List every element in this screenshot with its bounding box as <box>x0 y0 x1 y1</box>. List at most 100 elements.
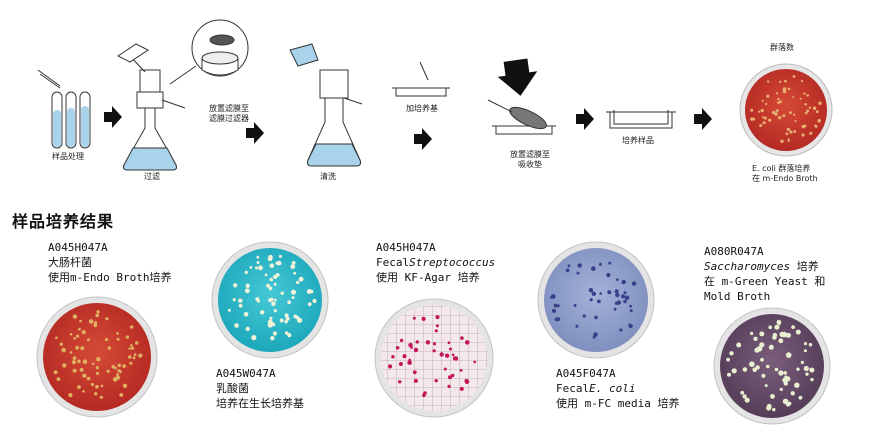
colony-dot <box>91 362 95 366</box>
arrow-icon <box>694 108 712 130</box>
colony-dot <box>619 328 623 332</box>
colony-dot <box>284 313 289 318</box>
colony-dot <box>750 108 754 112</box>
colony-dot <box>791 325 795 329</box>
colony-dot <box>801 80 804 83</box>
colony-dot <box>784 79 787 83</box>
colony-dot <box>772 332 778 338</box>
colony-dot <box>774 112 778 116</box>
colony-dot <box>776 325 780 329</box>
colony-dot <box>573 304 577 307</box>
colony-dot <box>421 316 426 321</box>
colony-dot <box>599 292 602 295</box>
colony-dot <box>245 326 250 331</box>
colony-dot <box>269 316 273 320</box>
colony-dot <box>789 111 792 114</box>
colony-dot <box>770 394 775 399</box>
colony-dot <box>606 273 611 278</box>
colony-dot <box>77 385 81 389</box>
colony-dot <box>138 353 143 358</box>
colony-dot <box>96 357 101 362</box>
colony-dot <box>759 124 763 128</box>
colony-dot <box>86 338 90 342</box>
colony-dot <box>86 376 91 381</box>
colony-dot <box>614 289 619 294</box>
colony-dot <box>90 382 94 387</box>
colony-dot <box>779 387 783 391</box>
colony-dot <box>413 378 418 383</box>
step-line: 吸收垫 <box>518 160 542 169</box>
colony-dot <box>550 296 553 299</box>
colony-dot <box>460 336 464 340</box>
test-tubes-icon <box>37 69 91 149</box>
colony-dot <box>95 366 99 370</box>
arrow-icon <box>576 108 594 130</box>
colony-dot <box>621 294 625 299</box>
colony-dot <box>447 384 451 389</box>
colony-dot <box>459 369 463 372</box>
colony-dot <box>582 314 586 318</box>
filtration-flask-icon <box>117 43 186 171</box>
colony-dot <box>554 317 559 322</box>
step-incubate-sample: 培养样品 <box>622 136 654 145</box>
colony-dot <box>388 364 393 369</box>
colony-dot <box>782 87 787 91</box>
colony-dot <box>793 113 796 116</box>
colony-dot <box>764 384 768 388</box>
colony-dot <box>73 337 76 340</box>
colony-dot <box>410 346 413 349</box>
colony-dot <box>117 363 122 368</box>
arrow-icon <box>414 128 432 150</box>
colony-dot <box>624 295 630 301</box>
colony-dot <box>72 368 77 373</box>
step-line: 滤膜过滤器 <box>209 114 249 123</box>
colony-dot <box>628 323 633 329</box>
colony-dot <box>244 288 250 294</box>
colony-dot <box>787 87 791 91</box>
colony-dot <box>285 316 290 321</box>
colony-dot <box>800 360 805 364</box>
step-colony-count: 群落数 <box>770 43 794 52</box>
colony-dot <box>803 349 807 353</box>
colony-dot <box>284 331 289 335</box>
colony-dot <box>765 364 770 369</box>
colony-dot <box>615 292 620 298</box>
step-rinse: 清洗 <box>320 172 336 181</box>
colony-dot <box>779 100 782 104</box>
colony-dot <box>130 325 134 329</box>
step-add-medium: 加培养基 <box>406 104 438 113</box>
result-line: Saccharomyces 培养 <box>704 259 825 274</box>
colony-dot <box>273 309 277 313</box>
colony-dot <box>79 319 82 323</box>
colony-dot <box>62 363 67 368</box>
colony-dot <box>613 307 617 311</box>
text-run-italic: E. coli <box>589 382 636 395</box>
colony-dot <box>766 94 770 98</box>
colony-dot <box>434 329 438 333</box>
colony-dot <box>742 367 748 372</box>
colony-dot <box>815 110 819 114</box>
colony-dot <box>453 356 459 361</box>
colony-dot <box>785 132 789 136</box>
colony-dot <box>761 99 764 102</box>
step-place-membrane-pad: 放置滤膜至 吸收垫 <box>500 150 560 170</box>
colony-dot <box>290 264 296 269</box>
colony-dot <box>787 139 790 142</box>
colony-dot <box>232 298 236 302</box>
arrow-icon <box>104 106 122 128</box>
colony-dot <box>408 358 412 362</box>
colony-dot <box>131 346 135 350</box>
caption-line: 在 m-Endo Broth <box>752 174 818 183</box>
colony-dot <box>80 346 85 351</box>
colony-dot <box>95 385 99 389</box>
colony-dot <box>801 133 805 137</box>
colony-dot <box>762 121 766 125</box>
colony-dot <box>244 270 248 274</box>
colony-dot <box>260 310 265 315</box>
colony-dot <box>56 377 61 381</box>
colony-dot <box>809 131 813 135</box>
colony-plate-icon <box>739 63 833 157</box>
colony-dot <box>594 315 598 320</box>
colony-dot <box>444 353 450 358</box>
